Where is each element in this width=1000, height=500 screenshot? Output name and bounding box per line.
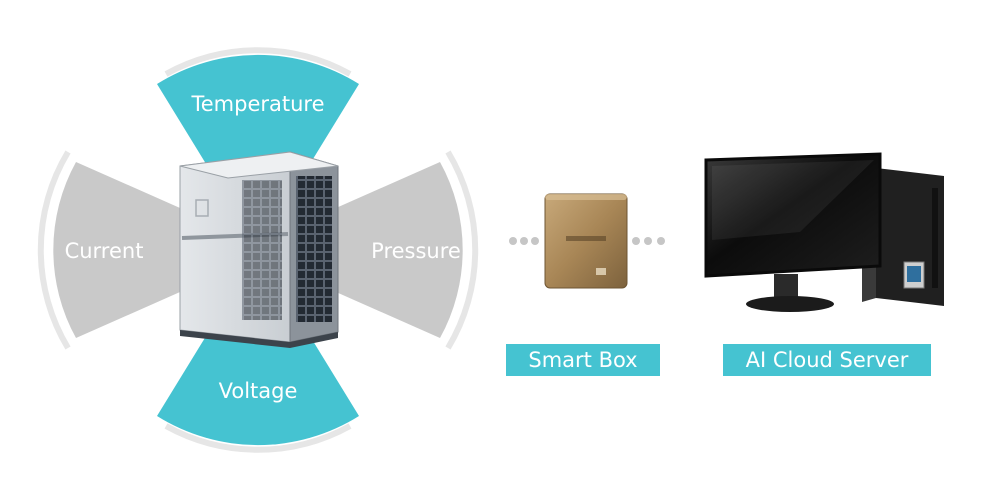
sector-pressure (336, 162, 463, 338)
connector-dots-left (509, 237, 539, 245)
label-temperature: Temperature (190, 92, 324, 116)
sector-current (53, 162, 180, 338)
outer-arcs (37, 47, 479, 453)
sector-temperature (157, 54, 359, 173)
label-current: Current (65, 239, 144, 263)
sector-voltage (157, 328, 359, 446)
ai-cloud-server-label: AI Cloud Server (723, 344, 931, 376)
outdoor-ac-unit-icon (179, 151, 339, 348)
smart-box-label: Smart Box (506, 344, 660, 376)
label-voltage: Voltage (219, 379, 298, 403)
smart-box-icon (544, 193, 628, 289)
label-pressure: Pressure (371, 239, 461, 263)
connector-dots-right (632, 237, 665, 245)
desktop-computer-icon (704, 152, 944, 312)
